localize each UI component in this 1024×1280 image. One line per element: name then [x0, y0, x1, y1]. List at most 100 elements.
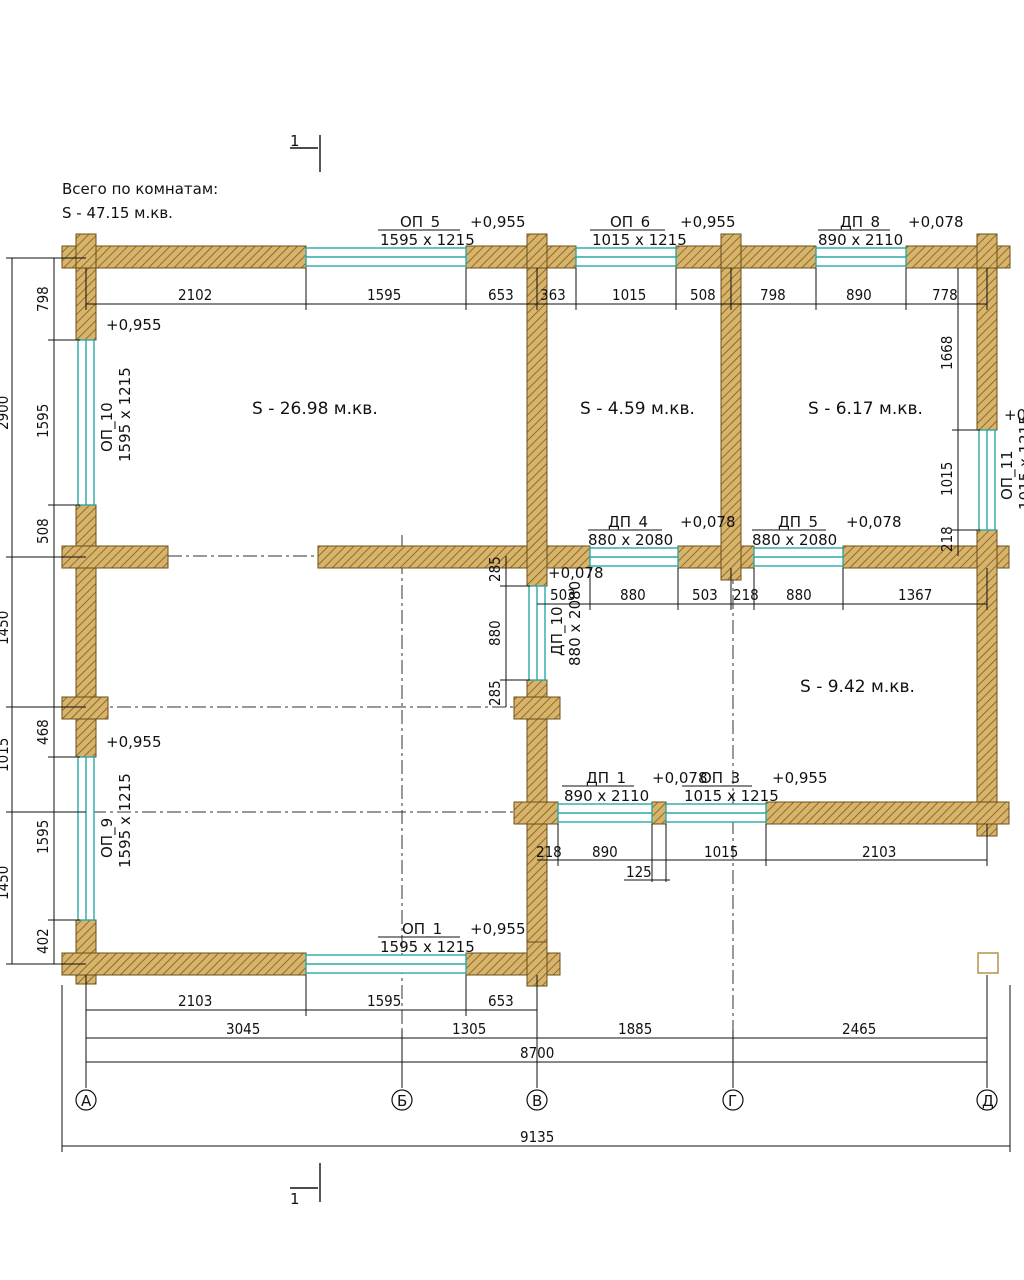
opening-op11-size: 1015 x 1215: [1016, 415, 1024, 510]
dim-mid-4: 218: [733, 586, 759, 604]
dim-mid-3: 503: [692, 586, 718, 604]
opening-dp8-level: +0,078: [908, 213, 964, 231]
dim-left-5: 1595: [34, 820, 52, 854]
dim-mid-2: 880: [620, 586, 646, 604]
dim-total-outer: 9135: [520, 1128, 554, 1146]
section-mark-top: [290, 135, 321, 172]
opening-dp8-name: ДП_8: [840, 213, 880, 232]
axis-bubbles: [75, 1089, 998, 1111]
dim-axes-4: 2465: [842, 1020, 876, 1038]
dim-lower-1: 218: [536, 843, 562, 861]
dim-top-2: 1595: [367, 286, 401, 304]
opening-op1-level: +0,955: [470, 920, 526, 938]
opening-dp4-size: 880 x 2080: [588, 531, 673, 549]
opening-dp1-name: ДП_1: [586, 769, 626, 788]
opening-dp10-size: 880 x 2080: [566, 581, 584, 666]
dim-lines-door: [500, 556, 530, 707]
dim-top-6: 508: [690, 286, 716, 304]
room-area-4: S - 9.42 м.кв.: [800, 677, 915, 697]
dim-door-2: 880: [486, 620, 504, 646]
opening-op9-name: ОП_9: [98, 818, 117, 858]
opening-op3-size: 1015 x 1215: [684, 787, 779, 805]
opening-op10-name: ОП_10: [98, 402, 117, 452]
dim-bottom-2: 1595: [367, 992, 401, 1010]
summary-title: Всего по комнатам:: [62, 180, 218, 198]
dim-lower-4: 2103: [862, 843, 896, 861]
walls: [61, 233, 1011, 987]
opening-op9-level: +0,955: [106, 733, 162, 751]
opening-op3-name: ОП_3: [700, 769, 740, 788]
opening-dp5-size: 880 x 2080: [752, 531, 837, 549]
dim-left-2: 1595: [34, 404, 52, 438]
dim-top-7: 798: [760, 286, 786, 304]
opening-dp4-level: +0,078: [680, 513, 736, 531]
dim-lines-right: [952, 268, 980, 556]
dim-lower-3: 1015: [704, 843, 738, 861]
openings: [77, 247, 996, 974]
dim-bottom-3: 653: [488, 992, 514, 1010]
dim-top-5: 1015: [612, 286, 646, 304]
dim-line-mid: [537, 568, 988, 610]
dim-outer-4: 1450: [0, 866, 12, 900]
dim-door-1: 285: [486, 556, 504, 582]
dim-axes-2: 1305: [452, 1020, 486, 1038]
dim-top-9: 778: [932, 286, 958, 304]
dim-lower-2: 890: [592, 843, 618, 861]
dim-left-4: 468: [34, 719, 52, 745]
opening-op1-size: 1595 x 1215: [380, 938, 475, 956]
section-mark-bottom: [290, 1163, 321, 1202]
opening-dp5-name: ДП_5: [778, 513, 818, 532]
dim-outer-2: 1450: [0, 611, 12, 645]
opening-op10-size: 1595 x 1215: [116, 367, 134, 462]
room-area-2: S - 4.59 м.кв.: [580, 399, 695, 419]
dim-lines-bottom: [61, 975, 1011, 1152]
dim-outer-3: 1015: [0, 738, 12, 772]
section-mark-bottom-label: 1: [290, 1190, 300, 1208]
opening-op9-size: 1595 x 1215: [116, 773, 134, 868]
dim-door-3: 285: [486, 680, 504, 706]
opening-op1-name: ОП_1: [402, 920, 442, 939]
dim-outer-1: 2900: [0, 396, 12, 430]
dim-line-lower: [537, 824, 988, 882]
dim-mid-1: 503: [550, 586, 576, 604]
dim-axes-1: 3045: [226, 1020, 260, 1038]
dim-line-top: [85, 268, 988, 310]
opening-op6-level: +0,955: [680, 213, 736, 231]
section-mark-top-label: 1: [290, 132, 300, 150]
room-area-1: S - 26.98 м.кв.: [252, 399, 378, 419]
opening-op11-level: +0,955: [1004, 406, 1024, 424]
dim-mid-6: 1367: [898, 586, 932, 604]
axis-label-g: Г: [728, 1092, 737, 1110]
dim-left-3: 508: [34, 518, 52, 544]
opening-dp8-size: 890 x 2110: [818, 231, 903, 249]
opening-dp5-level: +0,078: [846, 513, 902, 531]
dim-left-6: 402: [34, 928, 52, 954]
opening-dp10-name: ДП_10: [548, 606, 567, 656]
dim-small: 125: [626, 863, 652, 881]
dim-axes-3: 1885: [618, 1020, 652, 1038]
opening-op10-level: +0,955: [106, 316, 162, 334]
dim-total-inner: 8700: [520, 1044, 554, 1062]
opening-op5-name: ОП_5: [400, 213, 440, 232]
axis-label-b: Б: [397, 1092, 407, 1110]
dim-mid-5: 880: [786, 586, 812, 604]
axis-label-d: Д: [982, 1092, 994, 1110]
dim-bottom-1: 2103: [178, 992, 212, 1010]
room-area-3: S - 6.17 м.кв.: [808, 399, 923, 419]
opening-op5-size: 1595 x 1215: [380, 231, 475, 249]
opening-dp1-size: 890 x 2110: [564, 787, 649, 805]
dim-right-2: 1015: [938, 462, 956, 496]
summary-total: S - 47.15 м.кв.: [62, 204, 173, 222]
opening-op6-size: 1015 x 1215: [592, 231, 687, 249]
axis-label-a: А: [81, 1092, 92, 1110]
opening-op6-name: ОП_6: [610, 213, 650, 232]
opening-op3-level: +0,955: [772, 769, 828, 787]
dim-top-1: 2102: [178, 286, 212, 304]
dim-top-8: 890: [846, 286, 872, 304]
dim-top-4: 363: [540, 286, 566, 304]
column-marker: [977, 952, 999, 974]
opening-op5-level: +0,955: [470, 213, 526, 231]
opening-dp4-name: ДП_4: [608, 513, 648, 532]
dim-left-1: 798: [34, 286, 52, 312]
